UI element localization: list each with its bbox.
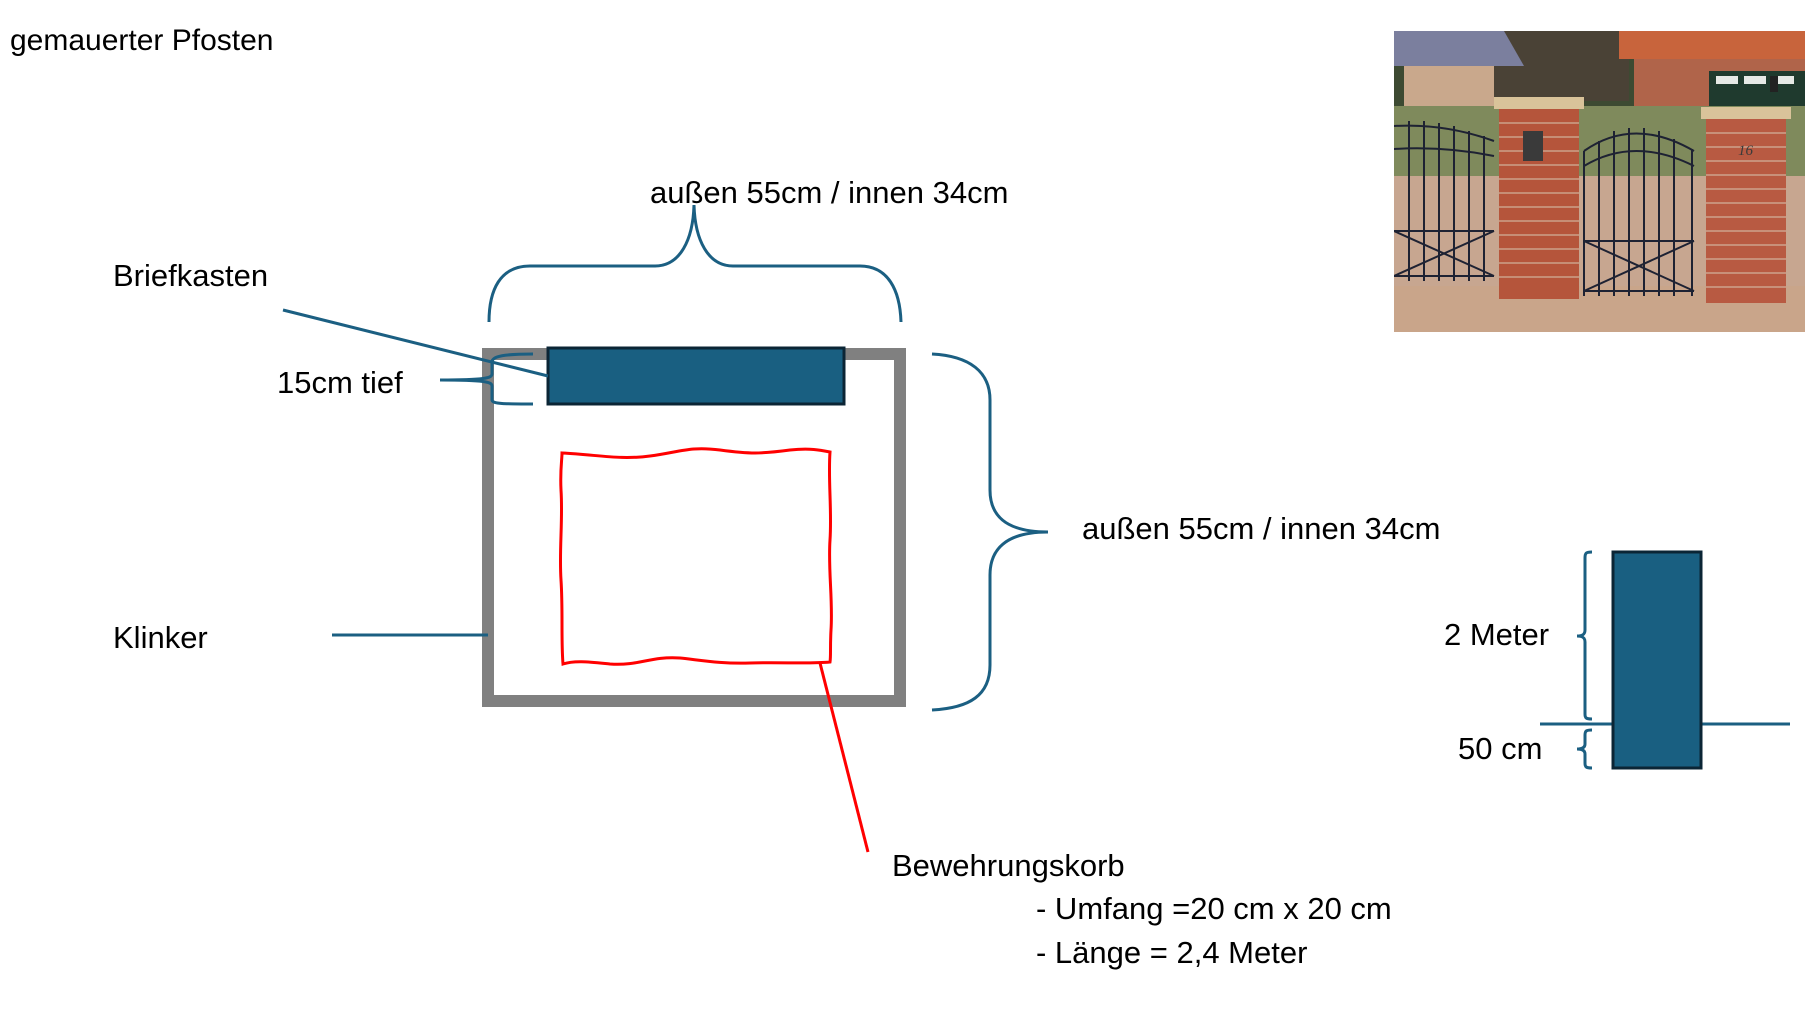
intercom-icon (1523, 131, 1543, 161)
rebar-cage-outline (558, 447, 833, 667)
rebar-heading: Bewehrungskorb (892, 848, 1125, 883)
top-dimension-brace (487, 204, 903, 323)
depth-brace (439, 352, 534, 406)
depth-below-label: 50 cm (1458, 731, 1543, 766)
clinker-wall-outline (482, 348, 906, 707)
depth-label: 15cm tief (277, 365, 403, 400)
post-elevation-block (1611, 550, 1703, 770)
mailbox-leader-line (282, 308, 549, 378)
rebar-leader-line (818, 662, 870, 853)
height-above-brace (1576, 550, 1593, 721)
briefkasten-label: Briefkasten (113, 258, 269, 293)
top-dimension-label: außen 55cm / innen 34cm (650, 175, 1009, 210)
gate-pillars-photo: 16 (1394, 31, 1805, 332)
lantern-icon (1770, 76, 1778, 92)
right-dimension-brace (931, 352, 1049, 712)
right-dimension-label: außen 55cm / innen 34cm (1082, 511, 1441, 546)
depth-below-brace (1576, 728, 1593, 770)
mailbox-block (546, 346, 846, 406)
klinker-label: Klinker (113, 620, 208, 655)
height-above-label: 2 Meter (1444, 617, 1550, 652)
page-title: gemauerter Pfosten (10, 24, 274, 57)
rebar-spec-item: - Länge = 2,4 Meter (1036, 935, 1308, 970)
house-number: 16 (1738, 143, 1754, 159)
rebar-spec-item: - Umfang =20 cm x 20 cm (1036, 891, 1392, 926)
reference-photo: 16 (1394, 31, 1805, 332)
